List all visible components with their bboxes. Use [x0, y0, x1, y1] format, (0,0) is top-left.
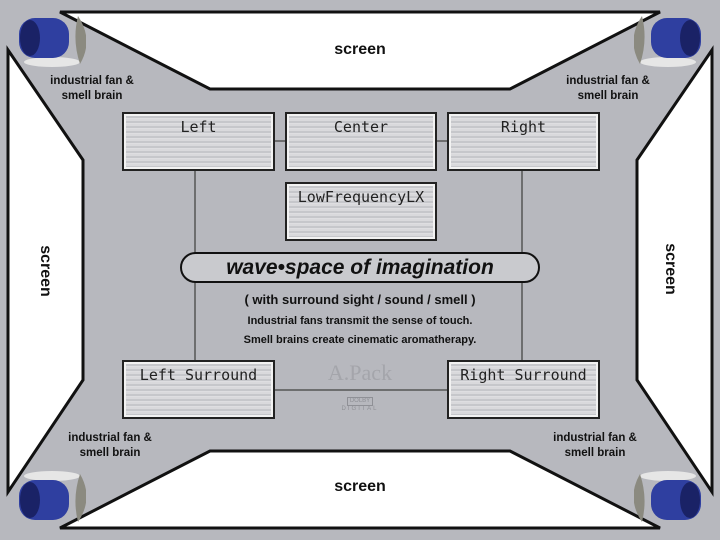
industrial-fan-icon: [634, 471, 701, 522]
description-touch: Industrial fans transmit the sense of to…: [247, 315, 473, 327]
speaker-right: Right: [447, 112, 600, 171]
screen-bottom-label: screen: [334, 478, 386, 495]
screen-right-label: screen: [662, 243, 679, 295]
speaker-left: Left: [122, 112, 275, 171]
speaker-lfe: LowFrequencyLX: [285, 182, 437, 241]
industrial-fan-icon: [19, 16, 86, 67]
fan-label-top-left: industrial fan & smell brain: [27, 74, 157, 104]
fan-label-line: smell brain: [79, 447, 141, 459]
fan-label-line: industrial fan &: [68, 432, 152, 444]
dolby-logo-bottom: DIGITAL: [341, 406, 379, 412]
speaker-left-surround: Left Surround: [122, 360, 275, 419]
fan-label-top-right: industrial fan & smell brain: [543, 74, 673, 104]
speaker-center: Center: [285, 112, 437, 171]
fan-label-bottom-right: industrial fan & smell brain: [530, 431, 660, 461]
fan-label-line: smell brain: [577, 90, 639, 102]
fan-label-line: industrial fan &: [553, 432, 637, 444]
screen-right-shape: [635, 45, 714, 497]
description-aroma: Smell brains create cinematic aromathera…: [243, 334, 477, 346]
fan-label-line: industrial fan &: [50, 75, 134, 87]
screen-bottom-shape: [59, 449, 661, 530]
industrial-fan-icon: [634, 16, 701, 67]
title-banner: wave•space of imagination: [180, 252, 540, 283]
dolby-logo-top: DOLBY: [346, 397, 374, 406]
screen-left-shape: [6, 45, 85, 497]
fan-label-line: smell brain: [564, 447, 626, 459]
screen-top-label: screen: [334, 41, 386, 58]
industrial-fan-icon: [19, 471, 86, 522]
subtitle: ( with surround sight / sound / smell ): [244, 292, 476, 307]
fan-label-line: industrial fan &: [566, 75, 650, 87]
screen-left-label: screen: [37, 245, 54, 297]
apack-logo: A.Pack: [327, 360, 393, 385]
speaker-right-surround: Right Surround: [447, 360, 600, 419]
fan-label-bottom-left: industrial fan & smell brain: [45, 431, 175, 461]
screen-top-shape: [59, 10, 661, 91]
fan-label-line: smell brain: [61, 90, 123, 102]
dolby-digital-logo: DOLBY DIGITAL: [335, 397, 385, 413]
